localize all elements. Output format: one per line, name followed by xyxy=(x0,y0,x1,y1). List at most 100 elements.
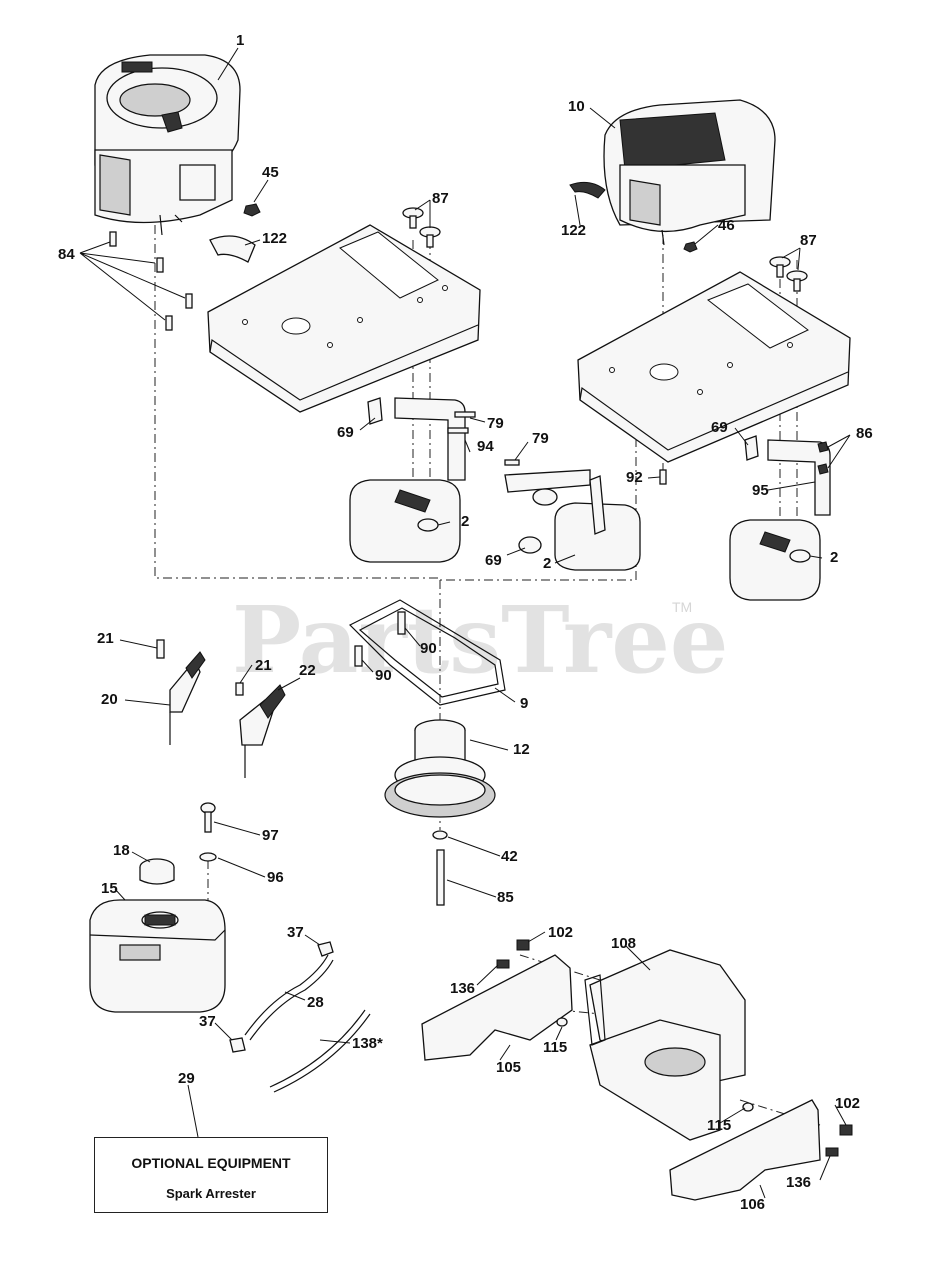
pulley-12 xyxy=(384,719,496,818)
callout-29: 29 xyxy=(178,1070,195,1087)
callout-108: 108 xyxy=(611,935,636,952)
clamp-37-bottom xyxy=(229,1037,246,1053)
callout-2-middle: 2 xyxy=(543,555,551,572)
callout-138: 138* xyxy=(352,1035,383,1052)
watermark-trademark: TM xyxy=(672,599,692,615)
callout-105: 105 xyxy=(496,1059,521,1076)
muffler-middle xyxy=(504,469,641,571)
callout-69-left: 69 xyxy=(337,424,354,441)
knobs-87-right xyxy=(769,256,808,292)
callout-84: 84 xyxy=(58,246,75,263)
muffler-right xyxy=(729,519,821,601)
watermark-text: PartsTree xyxy=(232,586,728,694)
nut-46 xyxy=(683,241,698,253)
callout-122-left: 122 xyxy=(262,230,287,247)
callout-2-right: 2 xyxy=(830,549,838,566)
washer-96 xyxy=(199,852,217,862)
callout-37-top: 37 xyxy=(287,924,304,941)
callout-115-right: 115 xyxy=(707,1117,731,1134)
callout-labels: 1 45 84 122 87 79 69 94 2 79 69 2 10 122… xyxy=(58,32,873,1213)
callout-79-middle: 79 xyxy=(532,430,549,447)
shroud-left xyxy=(209,235,256,263)
throttle-control-20 xyxy=(156,639,206,745)
fuel-line-28 xyxy=(244,954,329,1036)
bracket-9 xyxy=(348,599,506,706)
fuel-line-28-edge xyxy=(249,959,334,1041)
muffler-left xyxy=(349,479,461,563)
callout-21-left: 21 xyxy=(97,630,114,647)
callout-136-left: 136 xyxy=(450,980,475,997)
callout-86: 86 xyxy=(856,425,873,442)
callout-102-right: 102 xyxy=(835,1095,860,1112)
bolts-84 xyxy=(109,231,193,331)
callout-37-bottom: 37 xyxy=(199,1013,216,1030)
washer-115-left xyxy=(556,1017,568,1027)
bolt-85 xyxy=(436,849,445,906)
nuts-86 xyxy=(817,441,829,475)
fuel-cap-18 xyxy=(139,858,175,885)
callout-69-right: 69 xyxy=(711,419,728,436)
screw-97 xyxy=(200,802,216,833)
callout-79-left: 79 xyxy=(487,415,504,432)
gasket-69-right xyxy=(744,435,759,461)
callout-97: 97 xyxy=(262,827,279,844)
optional-equipment-box: OPTIONAL EQUIPMENT Spark Arrester xyxy=(94,1137,328,1213)
callout-136-right: 136 xyxy=(786,1174,811,1191)
callout-69-middle: 69 xyxy=(485,552,502,569)
engine-right xyxy=(603,99,776,246)
callout-10: 10 xyxy=(568,98,585,115)
washer-42 xyxy=(432,830,448,840)
callout-106: 106 xyxy=(740,1196,765,1213)
callout-102-left: 102 xyxy=(548,924,573,941)
bolts-90 xyxy=(354,611,406,667)
frame-plate-left xyxy=(207,224,481,413)
spark-arrester-label: Spark Arrester xyxy=(166,1186,256,1201)
callout-122-right: 122 xyxy=(561,222,586,239)
bracket-106 xyxy=(669,1099,821,1201)
bracket-105 xyxy=(421,954,573,1061)
engine-left xyxy=(94,54,241,236)
callout-85: 85 xyxy=(497,889,514,906)
fuel-tank-15 xyxy=(89,899,226,1013)
callout-28: 28 xyxy=(307,994,324,1011)
callout-96: 96 xyxy=(267,869,284,886)
callout-20: 20 xyxy=(101,691,118,708)
housing-108 xyxy=(584,949,746,1141)
callout-15: 15 xyxy=(101,880,118,897)
callout-87-left: 87 xyxy=(432,190,449,207)
exhaust-pipe-95 xyxy=(767,439,831,516)
callout-21-right: 21 xyxy=(255,657,272,674)
callout-12: 12 xyxy=(513,741,530,758)
callout-94: 94 xyxy=(477,438,494,455)
knobs-87-left xyxy=(402,207,441,248)
leader-lines xyxy=(79,47,851,1199)
gasket-69-left xyxy=(367,397,383,425)
bolts-102-136 xyxy=(496,939,853,1157)
shroud-right xyxy=(569,181,606,199)
clamp-37-top xyxy=(317,941,334,957)
callout-90-upper: 90 xyxy=(420,640,437,657)
nut-45 xyxy=(243,203,261,217)
throttle-control-22 xyxy=(235,682,286,778)
washer-115-right xyxy=(742,1102,754,1112)
callout-2-left: 2 xyxy=(461,513,469,530)
callout-87-right: 87 xyxy=(800,232,817,249)
screw-92 xyxy=(659,469,667,485)
callout-9: 9 xyxy=(520,695,528,712)
callout-90-lower: 90 xyxy=(375,667,392,684)
callout-46: 46 xyxy=(718,217,735,234)
screws-79 xyxy=(447,411,520,466)
callout-42: 42 xyxy=(501,848,518,865)
exhaust-pipe-94 xyxy=(394,397,466,481)
callout-22: 22 xyxy=(299,662,316,679)
frame-plate-right xyxy=(577,271,851,463)
callout-45: 45 xyxy=(262,164,279,181)
callout-92: 92 xyxy=(626,469,643,486)
optional-equipment-title: OPTIONAL EQUIPMENT xyxy=(131,1155,291,1171)
callout-1: 1 xyxy=(236,32,244,49)
callout-95: 95 xyxy=(752,482,769,499)
fuel-line-138 xyxy=(269,1009,366,1088)
fuel-line-138-edge xyxy=(273,1013,371,1093)
callout-115-left: 115 xyxy=(543,1039,567,1056)
